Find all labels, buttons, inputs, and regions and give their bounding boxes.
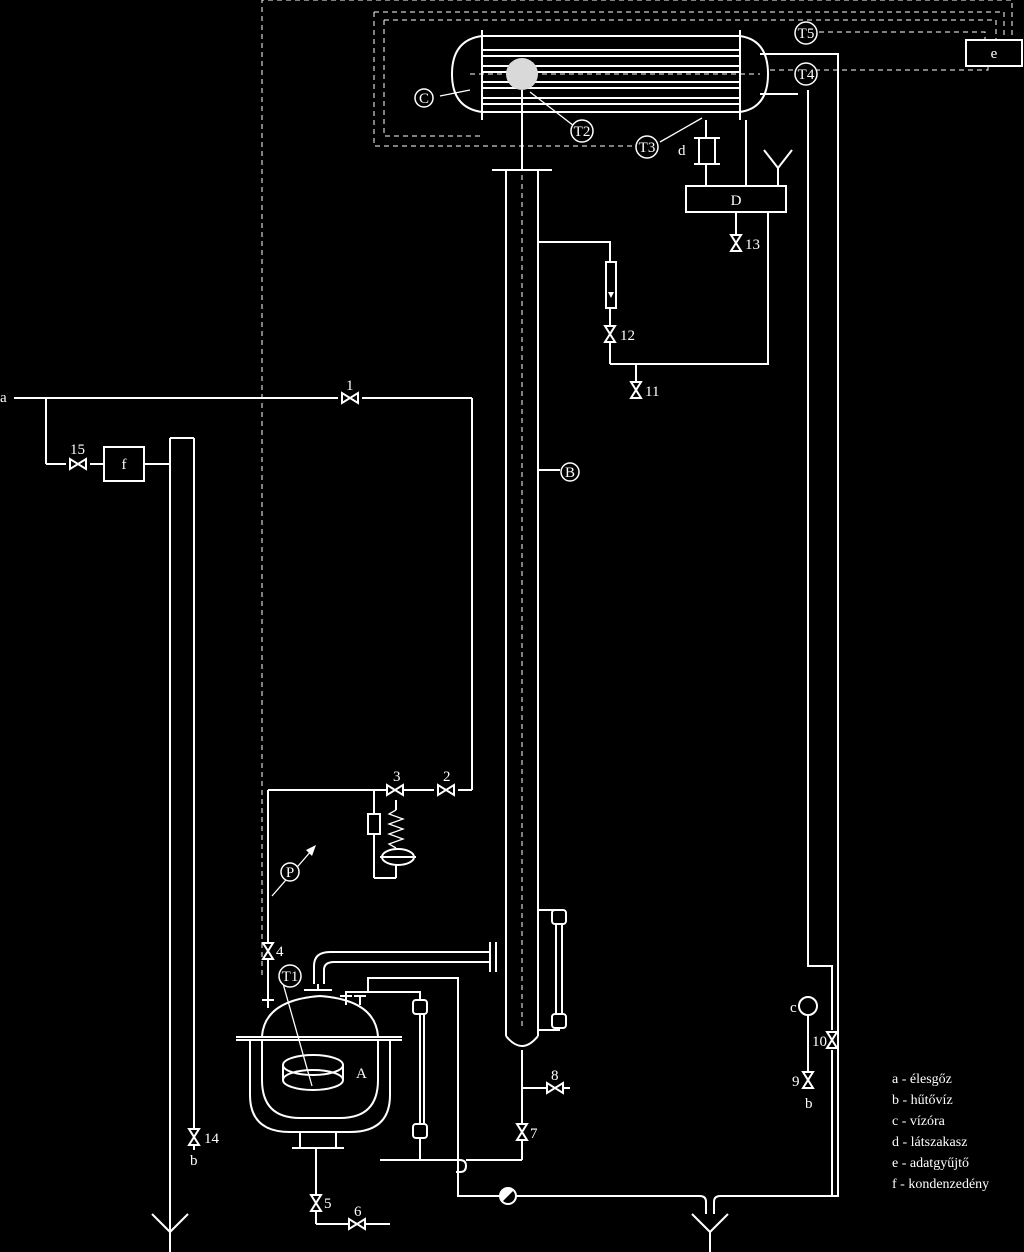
valve-label: 4: [276, 944, 284, 960]
legend: a - élesgőz b - hűtővíz c - vízóra d - l…: [892, 1072, 989, 1192]
valve-1: 1: [341, 378, 359, 405]
valve-6: 6: [348, 1204, 366, 1231]
reactor-level-gauge: [345, 991, 428, 1160]
label-A: A: [356, 1066, 367, 1082]
reactor-steam-inlet: [267, 958, 313, 1087]
legend-item: f - kondenzedény: [892, 1177, 989, 1192]
label-a: a: [0, 390, 7, 406]
valve-9: 9: [792, 1071, 815, 1090]
signal-lines: [261, 0, 1013, 975]
legend-item: e - adatgyűjtő: [892, 1156, 969, 1171]
receiver-D: [685, 185, 787, 213]
valve-12: 12: [603, 325, 635, 344]
valve-3: 3: [386, 769, 404, 797]
condenser-highlight: [506, 58, 538, 90]
valve-13: 13: [729, 234, 760, 253]
valve-2: 2: [437, 769, 455, 797]
pressure-regulator: [367, 790, 416, 879]
return-line: [367, 977, 500, 1197]
condenser-C: [439, 30, 839, 1203]
valve-label: 1: [346, 378, 354, 394]
valve-11: 11: [629, 381, 659, 400]
label-b-left: b: [190, 1153, 198, 1169]
instrument-label: T2: [574, 124, 591, 140]
steam-supply-line: [14, 397, 473, 944]
legend-item: a - élesgőz: [892, 1072, 952, 1087]
valve-label: 14: [204, 1131, 220, 1147]
instrument-T1: T1: [278, 964, 302, 988]
valve-label: 12: [620, 328, 635, 344]
label-f: f: [122, 457, 127, 473]
valve-10: 10: [812, 1031, 839, 1050]
valve-label: 7: [530, 1126, 538, 1142]
reflux-line: [538, 212, 769, 382]
valve-label: 5: [324, 1196, 332, 1212]
label-e: e: [991, 46, 998, 62]
instrument-label: T5: [798, 26, 815, 42]
instrument-label: T4: [798, 67, 815, 83]
valve-label: 9: [792, 1074, 800, 1090]
left-cooling-pipe: [151, 437, 195, 1252]
label-D: D: [731, 193, 742, 209]
valve-4: 4: [261, 942, 284, 960]
instrument-C: C: [414, 88, 434, 108]
valve-label: 15: [70, 442, 85, 458]
legend-item: c - vízóra: [892, 1114, 946, 1129]
instrument-label: P: [286, 865, 294, 881]
instrument-B: B: [560, 462, 580, 482]
condensate-vessel-f: [103, 446, 145, 482]
data-collector-e: [965, 39, 1023, 67]
valve-label: 13: [745, 237, 760, 253]
valve-5: 5: [309, 1194, 332, 1212]
reactor-A: [236, 984, 402, 1225]
instrument-P: P: [280, 862, 300, 882]
valve-label: 8: [551, 1068, 559, 1084]
receiver-vent: [735, 149, 793, 236]
legend-item: d - látszakasz: [892, 1135, 967, 1150]
valve-14: 14: [187, 1128, 220, 1147]
valve-label: 3: [393, 769, 401, 785]
vapour-line: [313, 942, 497, 984]
instrument-label: C: [419, 91, 429, 107]
label-b-right: b: [805, 1096, 813, 1112]
label-c: c: [790, 1000, 797, 1016]
instrument-T4: T4: [794, 62, 818, 86]
valve-label: 2: [443, 769, 451, 785]
instrument-T2: T2: [570, 119, 594, 143]
instrument-label: T1: [282, 969, 299, 985]
instrument-label: B: [565, 465, 575, 481]
valve-label: 10: [812, 1034, 827, 1050]
legend-item: b - hűtővíz: [892, 1093, 953, 1108]
valve-label: 6: [354, 1204, 362, 1220]
instrument-T3: T3: [635, 135, 659, 159]
valve-15: 15: [69, 442, 87, 471]
valve-label: 11: [645, 384, 659, 400]
valve-8: 8: [546, 1068, 564, 1095]
column-B: [492, 138, 570, 1160]
label-d: d: [678, 143, 686, 159]
water-meter-c: [798, 996, 818, 1016]
distillate-line: [659, 117, 747, 186]
drain-funnel-right: [691, 1202, 729, 1252]
drain-crossover: [380, 1159, 468, 1173]
pump: [499, 1187, 707, 1205]
valve-7: 7: [515, 1123, 538, 1142]
instrument-label: T3: [639, 140, 656, 156]
instrument-T5: T5: [794, 21, 818, 45]
